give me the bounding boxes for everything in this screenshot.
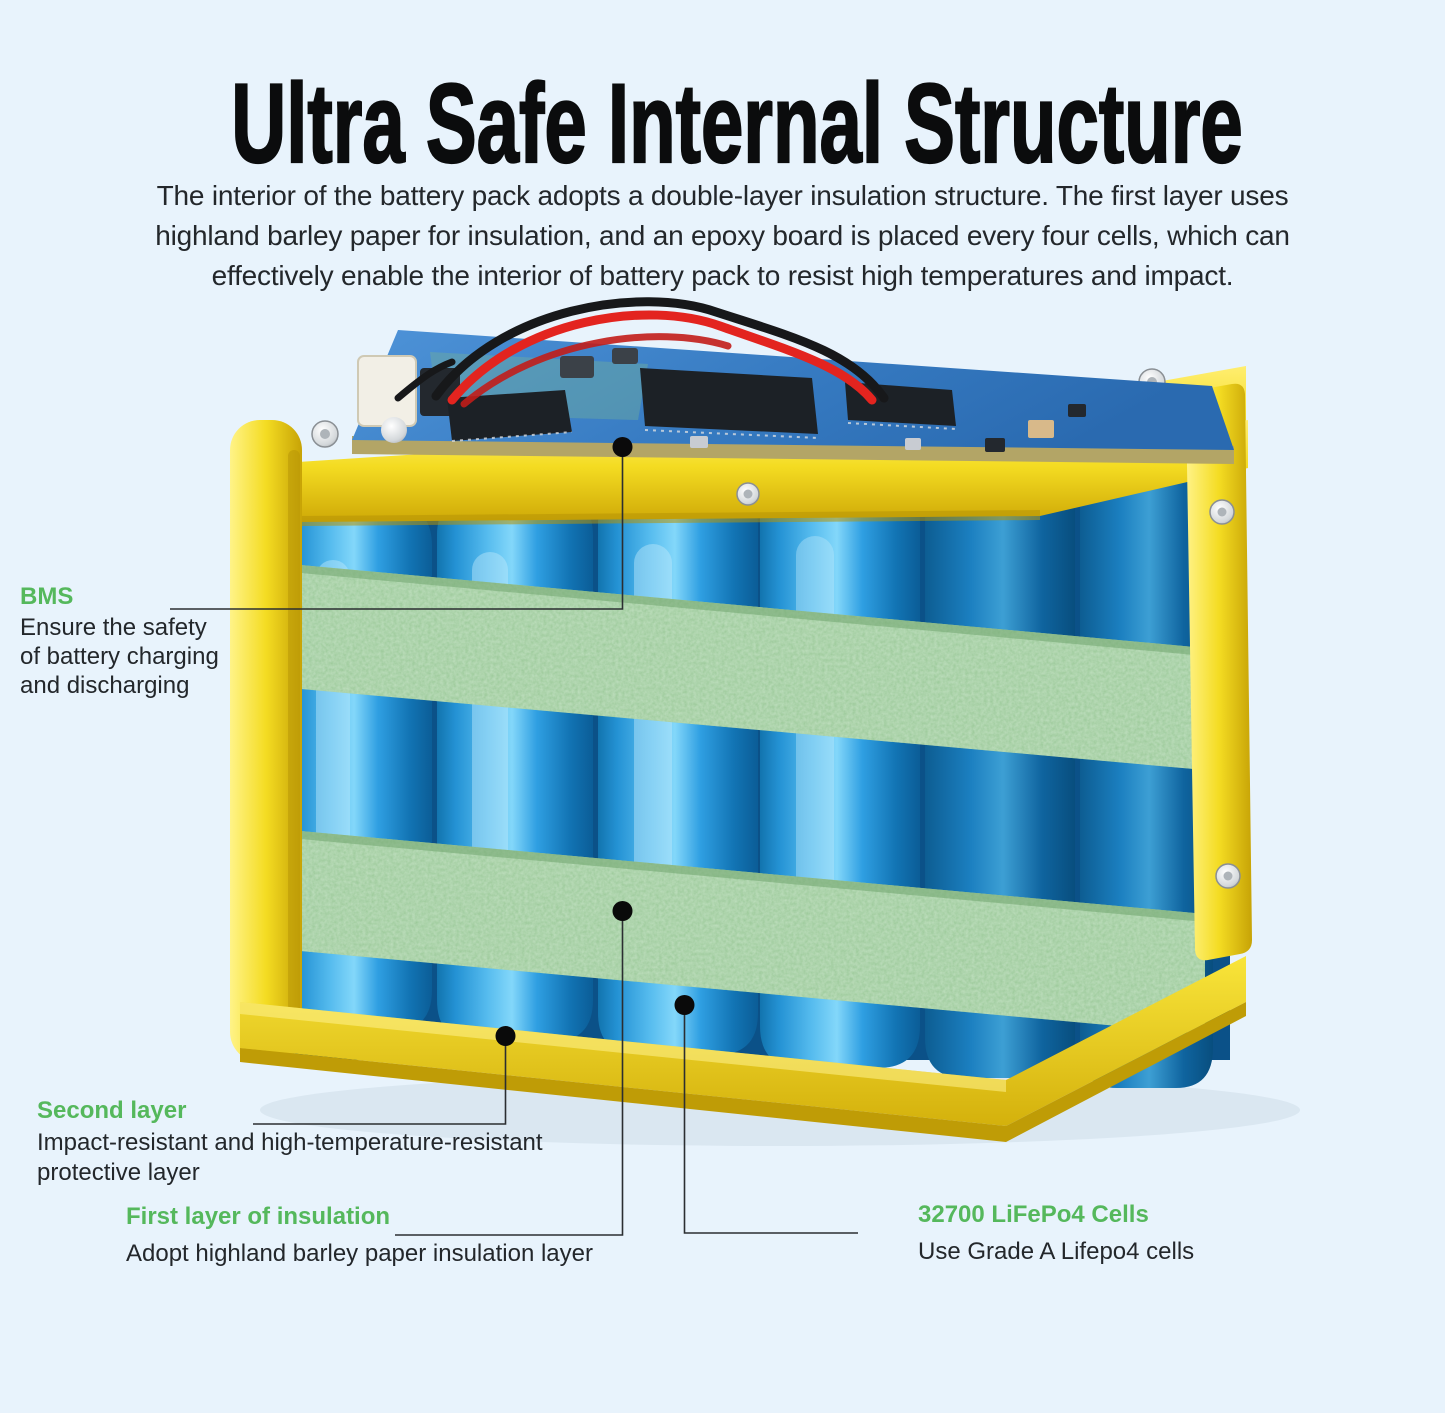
page-title: Ultra Safe Internal Structure (230, 60, 1243, 187)
callout-second-layer-body-line: Impact-resistant and high-temperature-re… (37, 1129, 543, 1156)
frame-left-pillar (230, 420, 302, 1062)
callout-second-layer-body-line: protective layer (37, 1159, 200, 1186)
callout-bms: BMS Ensure the safety of battery chargin… (20, 584, 219, 700)
callout-dot-second-layer (495, 1026, 516, 1046)
screw (1215, 863, 1241, 889)
wire-red (460, 333, 732, 408)
description-line: effectively enable the interior of batte… (211, 260, 1234, 291)
callout-first-layer: First layer of insulation Adopt highland… (126, 1204, 593, 1268)
wire-black (394, 358, 456, 402)
callout-bms-heading: BMS (20, 583, 74, 610)
wire-red (447, 310, 877, 405)
callout-first-layer-heading: First layer of insulation (126, 1203, 391, 1230)
callout-dot-bms (612, 437, 633, 457)
insulation-band-lower (268, 828, 1205, 1034)
callout-dots (495, 437, 695, 1046)
chip (640, 368, 818, 434)
description-line: highland barley paper for insulation, an… (155, 220, 1290, 251)
callout-bms-body-line: of battery charging (20, 643, 219, 670)
bms-board (352, 297, 1234, 464)
screw (311, 420, 339, 448)
wire-black (431, 297, 889, 403)
callout-dot-first-layer (612, 901, 633, 921)
callout-cells: 32700 LiFePo4 Cells Use Grade A Lifepo4 … (918, 1202, 1194, 1266)
callout-second-layer: Second layer Impact-resistant and high-t… (37, 1098, 543, 1188)
page-description: The interior of the battery pack adopts … (0, 176, 1445, 296)
chip (447, 390, 572, 441)
callout-cells-body-line: Use Grade A Lifepo4 cells (918, 1238, 1195, 1265)
insulation-bands (268, 562, 1205, 1034)
callout-bms-body-line: and discharging (20, 672, 190, 699)
callout-line-second-layer (253, 1040, 507, 1125)
callout-lines (170, 450, 858, 1236)
screw (1209, 499, 1235, 525)
callout-first-layer-body-line: Adopt highland barley paper insulation l… (126, 1240, 593, 1267)
callout-line-bms (170, 450, 624, 610)
frame-right-pillar (1186, 383, 1252, 961)
chip (845, 382, 956, 426)
screw (736, 482, 760, 506)
callout-bms-body-line: Ensure the safety (20, 614, 207, 641)
frame-top-front (236, 420, 1248, 526)
callout-second-layer-heading: Second layer (37, 1097, 187, 1124)
callout-dot-cells (674, 995, 695, 1015)
insulation-band-upper (268, 562, 1205, 770)
callout-line-cells (683, 1009, 858, 1234)
description-line: The interior of the battery pack adopts … (156, 180, 1289, 211)
callout-cells-heading: 32700 LiFePo4 Cells (918, 1201, 1149, 1228)
callout-line-first-layer (395, 915, 624, 1236)
